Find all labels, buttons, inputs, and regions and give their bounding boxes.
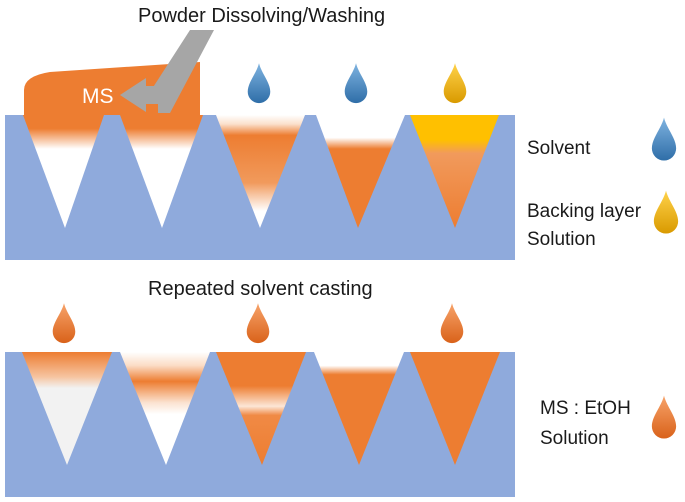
top-mold: [5, 115, 515, 260]
top-cavity-4: [316, 115, 405, 228]
bottom-cavity-3: [216, 352, 306, 465]
backing-drop-icon: [444, 63, 467, 103]
top-panel-title: Powder Dissolving/Washing: [138, 5, 385, 27]
bottom-mold: [5, 352, 515, 497]
legend-backing-drop-icon: [654, 191, 678, 234]
bottom-cavity-4: [314, 352, 404, 465]
solvent-drop-icon: [248, 63, 271, 103]
legend-ms-label-line1: MS : EtOH: [540, 398, 631, 419]
bottom-cavity-1: [22, 352, 112, 465]
ms-label: MS: [82, 85, 114, 108]
legend-backing-label-line2: Solution: [527, 229, 596, 250]
legend-ms-label-line2: Solution: [540, 428, 609, 449]
solvent-drop-icon: [345, 63, 368, 103]
dissolve-arrow-icon: [120, 30, 214, 113]
top-cavity-3: [216, 115, 305, 228]
legend: Solvent Backing layer Solution MS : EtOH…: [527, 118, 678, 449]
ms-drop-icon: [53, 303, 76, 343]
top-cavity-1: [23, 115, 104, 228]
bottom-cavity-2: [120, 352, 210, 465]
top-cavity-2: [120, 115, 203, 228]
legend-backing-label-line1: Backing layer: [527, 201, 642, 222]
ms-drop-icon: [247, 303, 270, 343]
bottom-panel-title: Repeated solvent casting: [148, 278, 373, 300]
top-cavity-5: [410, 115, 499, 228]
legend-solvent-label: Solvent: [527, 138, 591, 159]
legend-ms-drop-icon: [652, 396, 676, 439]
ms-drop-icon: [441, 303, 464, 343]
legend-solvent-drop-icon: [652, 118, 676, 161]
bottom-cavity-5: [410, 352, 500, 465]
